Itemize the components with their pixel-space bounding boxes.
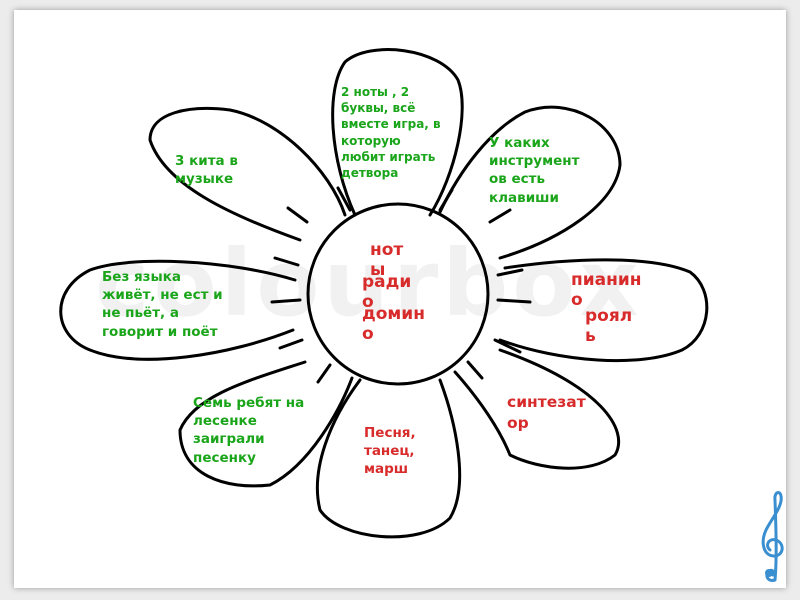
slide (14, 10, 786, 588)
answer-center-notes: нот ы (370, 240, 404, 281)
petal-lower-left (178, 360, 354, 488)
watermark: colourbox (95, 230, 643, 337)
flower-center (306, 202, 490, 386)
petal-upper-left (148, 107, 347, 242)
question-upper-left: 3 кита в музыке (175, 153, 238, 188)
answer-center-radio: ради о (362, 272, 412, 313)
question-top: 2 ноты , 2 буквы, всё вместе игра, в кот… (341, 85, 441, 180)
treble-clef-icon (761, 491, 784, 582)
answer-lower-middle: Песня, танец, марш (364, 425, 416, 478)
stamen-lines (270, 186, 532, 384)
answer-right-piano: пианин о (571, 270, 642, 311)
question-upper-right: У каких инструмент ов есть клавиши (489, 135, 580, 206)
petal-lower-middle (315, 378, 462, 539)
petal-right (498, 258, 709, 363)
petal-upper-right (438, 105, 622, 260)
petal-left (59, 259, 297, 361)
answer-center-domino: домин о (362, 304, 425, 345)
question-left: Без языка живёт, не ест и не пьёт, а гов… (102, 269, 223, 340)
answer-right-grand-piano: роял ь (585, 306, 633, 347)
petal-top (331, 48, 464, 217)
answer-lower-right: синтезат ор (507, 393, 586, 432)
question-lower-left: Семь ребят на лесенке заиграли песенку (193, 395, 305, 466)
petal-lower-right (453, 348, 621, 470)
